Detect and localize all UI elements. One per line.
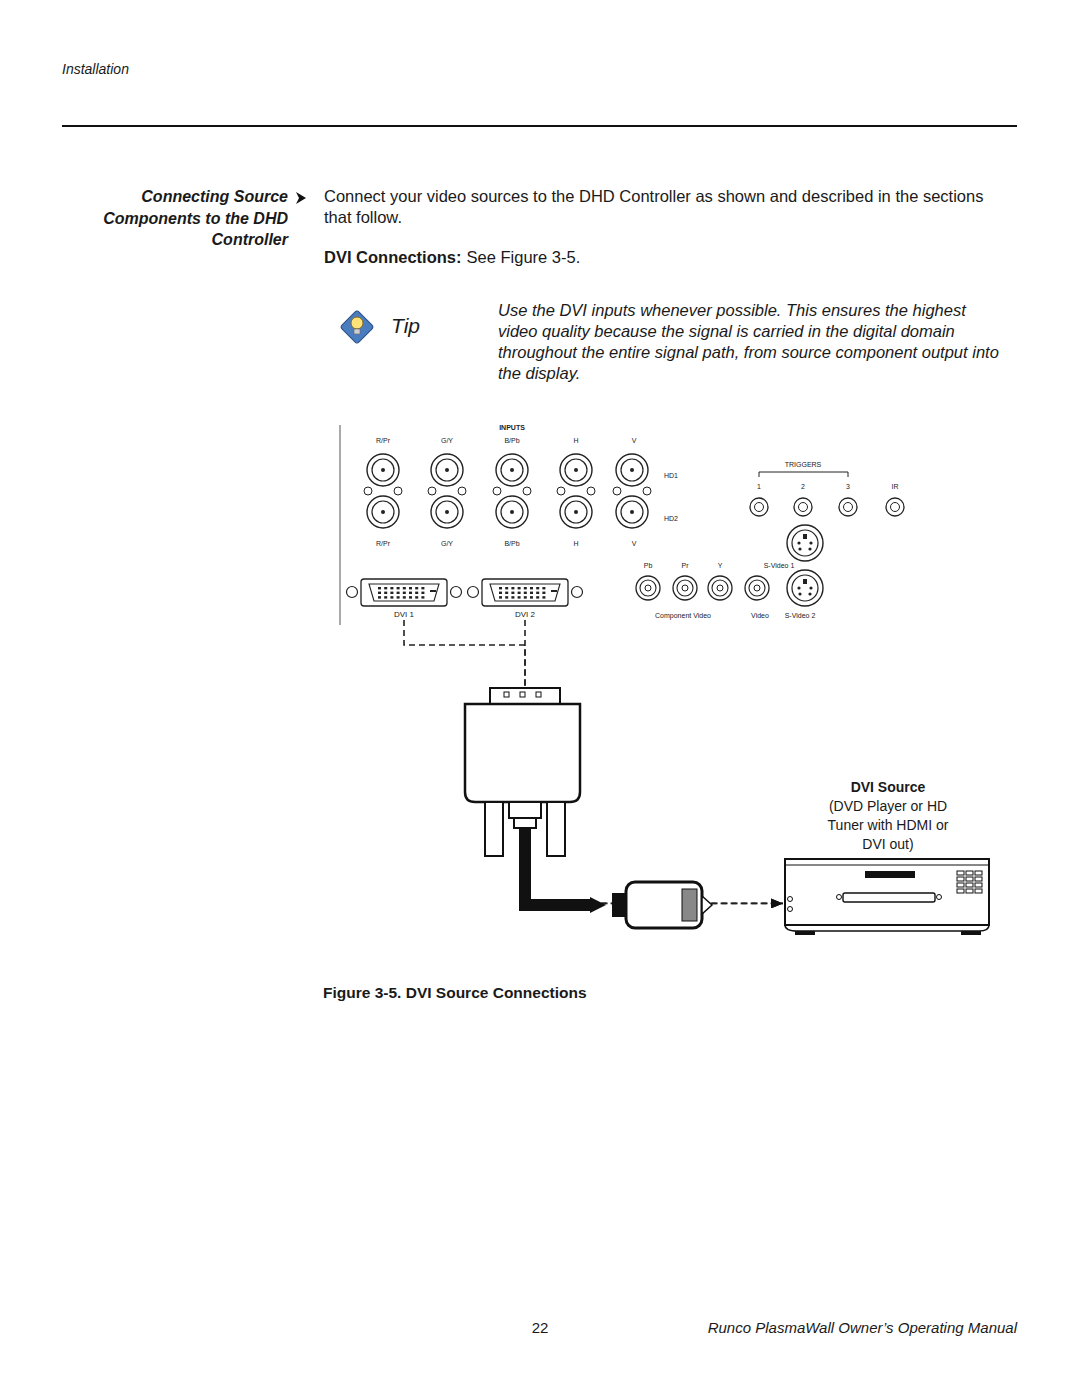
port-name: R/Pr — [376, 436, 390, 445]
dvi-port — [345, 576, 463, 610]
source-device-node: DVI Source(DVD Player or HD Tuner with H… — [783, 778, 993, 937]
device-heading: DVI Source — [783, 778, 993, 797]
port-name: 3 — [846, 482, 850, 491]
dvd-player-drawing — [783, 857, 993, 937]
row-name: HD1 — [664, 471, 678, 480]
port-label: DVI 2 — [466, 610, 584, 620]
port-name: B/Pb — [504, 436, 519, 445]
tip-text: Use the DVI inputs whenever possible. Th… — [498, 300, 1003, 384]
port-name: G/Y — [441, 436, 453, 445]
port-label: DVI 1 — [345, 610, 463, 620]
panel-label: TRIGGERS — [785, 460, 822, 469]
rca-jacks — [636, 576, 769, 600]
panel-label: INPUTS — [499, 423, 525, 432]
bnc-inputs — [364, 454, 651, 528]
port-name: H — [573, 436, 578, 445]
port-name: B/Pb — [504, 539, 519, 548]
page-number: 22 — [532, 1318, 549, 1337]
port-name: S-Video 1 — [764, 561, 795, 570]
dvi-port — [466, 576, 584, 610]
port-name: Pb — [644, 561, 653, 570]
figure-caption: Figure 3-5. DVI Source Connections — [323, 983, 587, 1003]
port-name: Pr — [682, 561, 689, 570]
row-name: HD2 — [664, 514, 678, 523]
body-text: See Figure 3-5. — [467, 247, 581, 268]
body-text: Connect your video sources to the DHD Co… — [324, 186, 1014, 228]
port-name: Y — [718, 561, 723, 570]
port-name: H — [573, 539, 578, 548]
dvi-cable-plug — [465, 688, 712, 928]
trigger-jacks — [750, 472, 904, 516]
port-name: IR — [892, 482, 899, 491]
dvi-port-node: DVI 1 — [345, 576, 463, 620]
tip-label: Tip — [391, 313, 420, 339]
port-name: 2 — [801, 482, 805, 491]
port-name: S-Video 2 — [785, 611, 816, 620]
port-name: Component Video — [655, 611, 711, 620]
port-name: V — [632, 539, 637, 548]
body-heading: DVI Connections: — [324, 247, 462, 268]
tip-icon — [340, 310, 374, 344]
section-header: Installation — [62, 60, 129, 78]
dvi-cable-connector — [404, 620, 783, 903]
dvi-port-node: DVI 2 — [466, 576, 584, 620]
port-name: 1 — [757, 482, 761, 491]
port-name: V — [632, 436, 637, 445]
side-heading: Connecting Source Components to the DHD … — [40, 186, 288, 251]
manual-title: Runco PlasmaWall Owner’s Operating Manua… — [708, 1318, 1017, 1337]
port-name: Video — [751, 611, 769, 620]
port-name: G/Y — [441, 539, 453, 548]
port-name: R/Pr — [376, 539, 390, 548]
device-description: (DVD Player or HD Tuner with HDMI or DVI… — [824, 797, 952, 854]
